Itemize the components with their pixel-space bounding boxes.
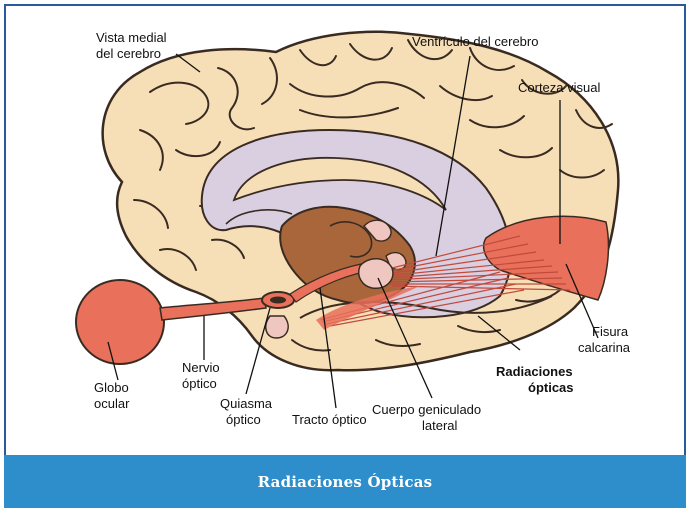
label-quiasma-2: óptico bbox=[226, 412, 261, 427]
caption-bar: Radiaciones Ópticas bbox=[4, 455, 686, 508]
label-radiaciones-1: Radiaciones bbox=[496, 364, 573, 379]
label-ventriculo: Ventrículo del cerebro bbox=[412, 34, 538, 49]
label-globo-1: Globo bbox=[94, 380, 129, 395]
label-vista-1: Vista medial bbox=[96, 30, 167, 45]
label-fisura-2: calcarina bbox=[578, 340, 631, 355]
label-radiaciones-2: ópticas bbox=[528, 380, 574, 395]
lateral-geniculate-body bbox=[359, 259, 393, 289]
label-tracto: Tracto óptico bbox=[292, 412, 367, 427]
pituitary bbox=[266, 316, 288, 338]
label-corteza: Corteza visual bbox=[518, 80, 600, 95]
label-fisura-1: Fisura bbox=[592, 324, 629, 339]
label-nervio-2: óptico bbox=[182, 376, 217, 391]
label-cuerpo-1: Cuerpo geniculado bbox=[372, 402, 481, 417]
label-cuerpo-2: lateral bbox=[422, 418, 458, 433]
caption-title: Radiaciones Ópticas bbox=[258, 473, 433, 491]
label-vista-2: del cerebro bbox=[96, 46, 161, 61]
eyeball bbox=[76, 280, 164, 364]
chiasm-inner bbox=[270, 297, 286, 304]
label-quiasma-1: Quiasma bbox=[220, 396, 273, 411]
label-nervio-1: Nervio bbox=[182, 360, 220, 375]
brain-diagram: Vista medial del cerebro Ventrículo del … bbox=[0, 0, 692, 460]
label-globo-2: ocular bbox=[94, 396, 130, 411]
